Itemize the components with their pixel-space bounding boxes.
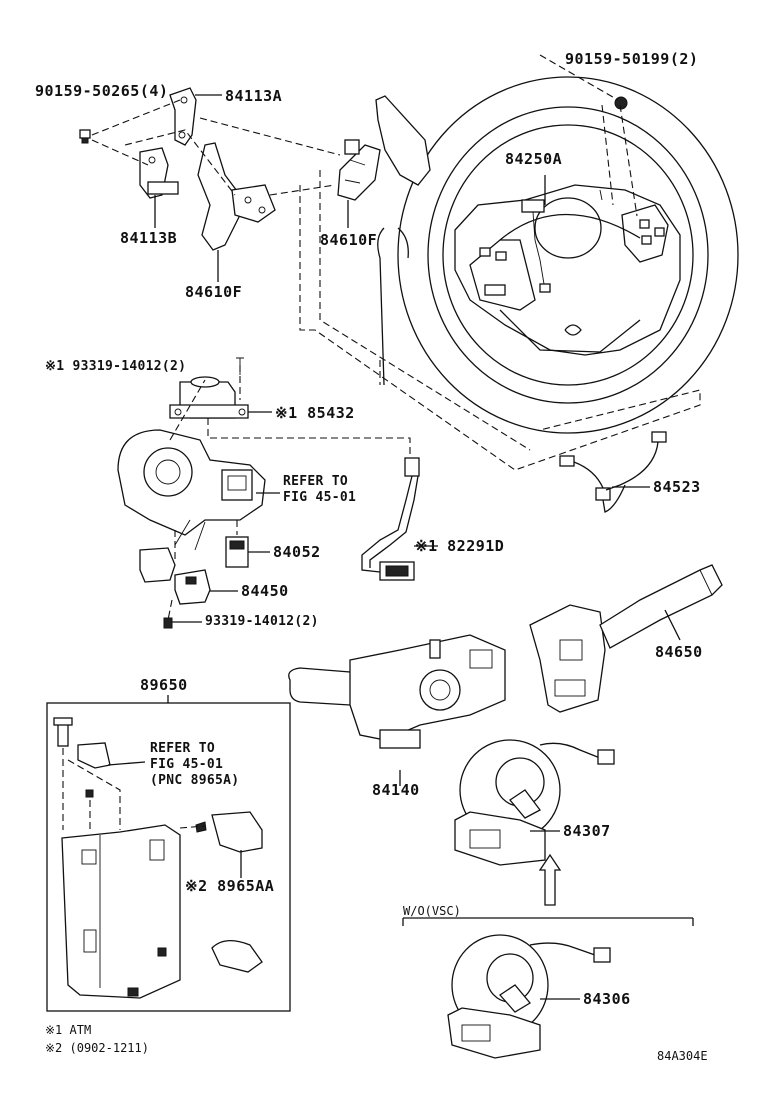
label-switch-84052: 84052 — [273, 543, 321, 561]
label-lever-84650: 84650 — [655, 643, 703, 661]
refer-fig-1-line1: REFER TO — [283, 474, 349, 489]
label-bolt-90159-50199: 90159-50199(2) — [565, 50, 699, 68]
label-paddle-84610F-right: 84610F — [320, 231, 378, 249]
lever-84650 — [529, 564, 723, 713]
bolt-90159-50265 — [79, 129, 91, 144]
spiral-cable-84307 — [454, 739, 615, 866]
figure-code: 84A304E — [657, 1049, 708, 1063]
label-harness-84523: 84523 — [653, 478, 701, 496]
footnote-1: ※1 ATM — [45, 1023, 92, 1037]
label-spiral-84306: 84306 — [583, 990, 631, 1008]
label-screw-93319-top: ※1 93319-14012(2) — [45, 359, 187, 374]
refer-fig-2-line1: REFER TO — [150, 741, 216, 756]
paddle-84610F-left — [197, 142, 276, 251]
steering-wheel — [397, 76, 739, 434]
label-screw-93319-bottom: 93319-14012(2) — [205, 614, 319, 629]
leader-lines — [107, 94, 681, 1000]
label-assembly-89650: 89650 — [140, 676, 188, 694]
label-spiral-84307: 84307 — [563, 822, 611, 840]
switch-84140 — [288, 634, 506, 749]
label-variant-wo-vsc: W/O(VSC) — [403, 904, 461, 918]
bracket-84113A — [169, 87, 197, 146]
label-switch-84140: 84140 — [372, 781, 420, 799]
switch-84052 — [225, 536, 249, 568]
label-wire-82291D: ※1 82291D — [415, 537, 505, 555]
assembly-89650 — [53, 717, 263, 999]
label-bracket-84113B: 84113B — [120, 229, 178, 247]
label-bolt-90159-50265: 90159-50265(4) — [35, 82, 169, 100]
paddle-84610F-right — [337, 95, 431, 201]
label-switch-84450: 84450 — [241, 582, 289, 600]
sensor-85432 — [169, 357, 249, 419]
label-refer-fig-2: REFER TO FIG 45-01 (PNC 8965A) — [150, 741, 239, 789]
label-cover-8965AA: ※2 8965AA — [185, 877, 275, 895]
spiral-cable-84306 — [447, 934, 611, 1059]
up-arrow-icon — [538, 853, 562, 906]
refer-fig-2-line2: FIG 45-01 — [150, 757, 224, 772]
screw-93319-bottom — [163, 617, 173, 629]
refer-fig-1-line2: FIG 45-01 — [283, 490, 357, 505]
label-refer-fig-1: REFER TO FIG 45-01 — [283, 474, 356, 506]
label-switch-84250A: 84250A — [505, 150, 563, 168]
wire-82291D — [361, 457, 420, 581]
refer-fig-2-line3: (PNC 8965A) — [150, 773, 240, 788]
bracket-84113B — [139, 147, 179, 199]
label-bracket-84113A: 84113A — [225, 87, 283, 105]
harness-84523 — [559, 431, 667, 513]
label-sensor-85432: ※1 85432 — [275, 404, 355, 422]
steering-column-body — [117, 429, 266, 551]
label-paddle-84610F-left: 84610F — [185, 283, 243, 301]
switch-84450 — [139, 547, 211, 605]
footnote-2: ※2 (0902-1211) — [45, 1041, 149, 1055]
